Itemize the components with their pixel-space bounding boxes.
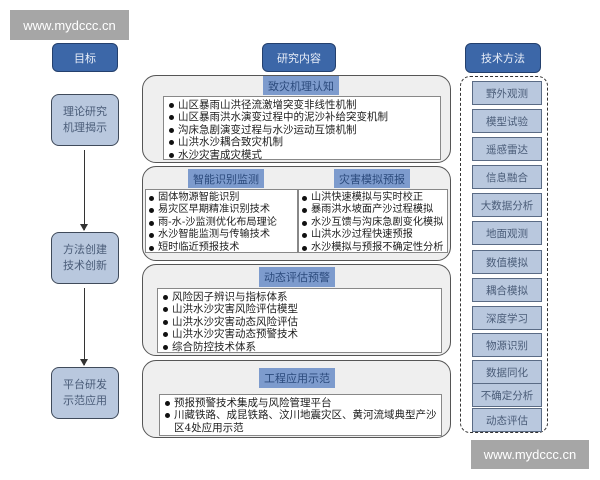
list-item: 山区暴雨山洪径流激增突变非线性机制	[169, 99, 436, 111]
bullet-list-simulation: 山洪快速模拟与实时校正 暴雨洪水坡面产沙过程模拟 水沙互馈与沟床急剧变化模拟 山…	[298, 189, 448, 253]
method-item: 信息融合	[472, 165, 542, 189]
list-item: 水沙模拟与预报不确定性分析	[302, 242, 445, 254]
bullet-icon	[165, 413, 170, 419]
list-item: 山洪水沙灾害动态预警技术	[163, 328, 437, 340]
bullet-icon	[302, 196, 307, 201]
method-item: 动态评估	[472, 408, 542, 432]
goal-theory-research: 理论研究 机理揭示	[51, 94, 119, 146]
list-item: 川藏铁路、成昆铁路、汶川地震灾区、黄河流域典型产沙区4处应用示范	[165, 409, 437, 434]
panel-title-simulation: 灾害模拟预报	[334, 169, 410, 188]
method-item: 遥感雷达	[472, 137, 542, 161]
bullet-icon	[163, 307, 168, 313]
method-item: 不确定分析	[472, 383, 542, 407]
method-item: 模型试验	[472, 109, 542, 133]
list-item: 水沙智能监测与传输技术	[149, 229, 295, 241]
bullet-icon	[169, 115, 174, 121]
list-item: 综合防控技术体系	[163, 341, 437, 353]
panel-title-monitoring: 智能识别监测	[188, 169, 264, 188]
bullet-icon	[163, 295, 168, 300]
list-item: 山洪水沙耦合致灾机制	[169, 136, 436, 148]
goal-line: 理论研究	[63, 105, 107, 118]
list-item: 风险因子辨识与指标体系	[163, 291, 437, 303]
goal-line: 技术创新	[63, 259, 107, 272]
method-item: 物源识别	[472, 333, 542, 357]
bullet-icon	[149, 245, 154, 251]
bullet-icon	[169, 103, 174, 108]
goal-line: 平台研发	[63, 378, 107, 391]
goal-line: 方法创建	[63, 243, 107, 256]
panel-engineering-application: 工程应用示范 预报预警技术集成与风险管理平台 川藏铁路、成昆铁路、汶川地震灾区、…	[142, 360, 451, 438]
method-item: 深度学习	[472, 306, 542, 330]
bullet-list: 风险因子辨识与指标体系 山洪水沙灾害风险评估模型 山洪水沙灾害动态风险评估 山洪…	[157, 288, 442, 353]
panel-dynamic-assessment: 动态评估预警 风险因子辨识与指标体系 山洪水沙灾害风险评估模型 山洪水沙灾害动态…	[142, 264, 451, 356]
list-item: 暴雨洪水坡面产沙过程模拟	[302, 204, 445, 216]
list-item: 短时临近预报技术	[149, 242, 295, 254]
bullet-icon	[163, 332, 168, 338]
method-item: 数据同化	[472, 360, 542, 384]
bullet-icon	[149, 220, 154, 226]
list-item: 预报预警技术集成与风险管理平台	[165, 397, 437, 409]
panel-title: 工程应用示范	[259, 368, 335, 388]
panel-disaster-mechanism: 致灾机理认知 山区暴雨山洪径流激增突变非线性机制 山区暴雨洪水演变过程中的泥沙补…	[142, 75, 451, 163]
list-item: 山洪快速模拟与实时校正	[302, 192, 445, 204]
panel-monitoring-simulation: 智能识别监测 灾害模拟预报 固体物源智能识别 易灾区早期精准识别技术 雨-水-沙…	[142, 166, 451, 261]
list-item: 山区暴雨洪水演变过程中的泥沙补给突变机制	[169, 111, 436, 123]
panel-title: 致灾机理认知	[263, 76, 339, 95]
bullet-icon	[165, 401, 170, 406]
list-item: 易灾区早期精准识别技术	[149, 204, 295, 216]
panel-title: 动态评估预警	[259, 267, 335, 287]
method-item: 数值模拟	[472, 250, 542, 274]
method-item: 大数据分析	[472, 193, 542, 217]
bullet-icon	[149, 208, 154, 214]
goal-line: 示范应用	[63, 394, 107, 407]
method-item: 耦合模拟	[472, 278, 542, 302]
methods-dashed-container	[460, 76, 548, 433]
bullet-icon	[169, 152, 174, 158]
list-item: 沟床急剧演变过程与水沙运动互馈机制	[169, 124, 436, 136]
bullet-icon	[149, 196, 154, 201]
bullet-icon	[169, 127, 174, 133]
arrow-down-icon	[80, 288, 88, 366]
bullet-list-monitoring: 固体物源智能识别 易灾区早期精准识别技术 雨-水-沙监测优化布局理论 水沙智能监…	[145, 189, 298, 253]
bullet-icon	[163, 344, 168, 350]
header-technical-method: 技术方法	[465, 43, 541, 73]
list-item: 水沙互馈与沟床急剧变化模拟	[302, 217, 445, 229]
goal-platform-application: 平台研发 示范应用	[51, 367, 119, 419]
method-item: 地面观测	[472, 221, 542, 245]
bullet-icon	[163, 319, 168, 325]
bullet-list: 预报预警技术集成与风险管理平台 川藏铁路、成昆铁路、汶川地震灾区、黄河流域典型产…	[159, 394, 442, 436]
bullet-list: 山区暴雨山洪径流激增突变非线性机制 山区暴雨洪水演变过程中的泥沙补给突变机制 沟…	[163, 96, 441, 161]
goal-line: 机理揭示	[63, 121, 107, 134]
list-item: 山洪水沙过程快速预报	[302, 229, 445, 241]
watermark-top: www.mydccc.cn	[10, 10, 129, 40]
list-item: 山洪水沙灾害风险评估模型	[163, 303, 437, 315]
watermark-bottom: www.mydccc.cn	[471, 440, 589, 469]
bullet-icon	[149, 233, 154, 239]
bullet-icon	[302, 208, 307, 214]
header-goal: 目标	[52, 43, 118, 72]
list-item: 固体物源智能识别	[149, 192, 295, 204]
list-item: 水沙灾害成灾模式	[169, 149, 436, 161]
bullet-icon	[302, 220, 307, 226]
arrow-down-icon	[80, 150, 88, 231]
bullet-icon	[302, 233, 307, 239]
method-item: 野外观测	[472, 81, 542, 105]
list-item: 山洪水沙灾害动态风险评估	[163, 316, 437, 328]
list-item: 雨-水-沙监测优化布局理论	[149, 217, 295, 229]
goal-method-innovation: 方法创建 技术创新	[51, 232, 119, 284]
bullet-icon	[169, 140, 174, 146]
header-research-content: 研究内容	[262, 43, 336, 72]
bullet-icon	[302, 245, 307, 251]
